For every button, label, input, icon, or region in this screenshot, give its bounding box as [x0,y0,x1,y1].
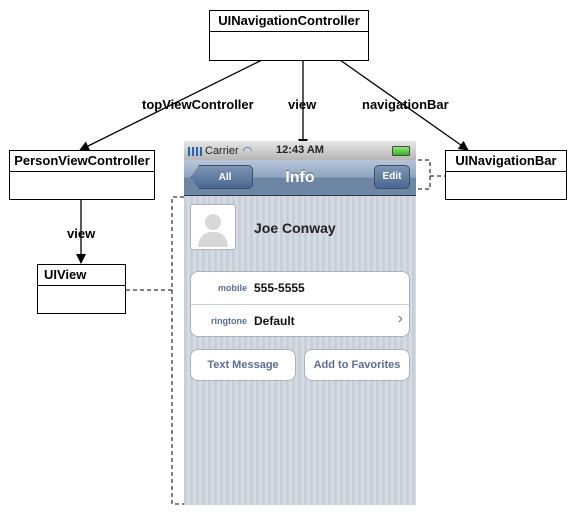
carrier-indicator: Carrier◠ [188,144,252,157]
field-value-ringtone: Default [254,314,295,328]
field-key-ringtone: ringtone [211,316,247,326]
signal-bars-icon [188,146,202,156]
field-key-mobile: mobile [217,283,247,293]
contact-avatar[interactable] [190,204,236,250]
text-message-button[interactable]: Text Message [190,349,296,381]
uinavigationcontroller-box: UINavigationController [209,10,369,61]
navbar-bracket [418,159,446,190]
personviewcontroller-box: PersonViewController [9,150,155,200]
uinavigationcontroller-title: UINavigationController [210,11,368,32]
uiview-title: UIView [38,265,125,286]
iphone-screen: Carrier◠ 12:43 AM All Contacts Info Edit… [184,141,416,505]
uinavigationbar-title: UINavigationBar [446,151,566,172]
edit-button[interactable]: Edit [374,165,410,189]
status-time: 12:43 AM [276,144,324,156]
contact-fields-group: mobile 555-5555 ringtone Default › [190,271,410,337]
arrow-top-view-controller [79,59,263,151]
label-view-left: view [67,226,96,241]
chevron-right-icon: › [397,310,403,327]
view-bracket [126,196,184,505]
contact-name: Joe Conway [254,220,336,236]
status-bar: Carrier◠ 12:43 AM [184,141,416,160]
uinavigationbar-box: UINavigationBar [445,150,567,200]
uiview-box: UIView [37,264,126,314]
row-divider [191,304,409,305]
navigation-bar: All Contacts Info Edit [184,160,416,196]
field-row-mobile[interactable]: mobile 555-5555 [191,272,409,304]
add-to-favorites-button[interactable]: Add to Favorites [304,349,410,381]
field-value-mobile: 555-5555 [254,281,305,295]
back-button-all-contacts[interactable]: All Contacts [191,165,253,189]
label-top-view-controller: topViewController [142,97,254,112]
label-view-center: view [288,97,317,112]
personviewcontroller-title: PersonViewController [10,151,154,172]
arrow-navigation-bar [339,59,469,151]
label-navigation-bar: navigationBar [362,97,449,112]
person-silhouette-icon [198,214,228,247]
carrier-label: Carrier [205,145,239,157]
battery-icon [392,146,410,156]
nav-title: Info [285,169,315,186]
field-row-ringtone[interactable]: ringtone Default › [191,305,409,337]
wifi-icon: ◠ [242,145,253,157]
